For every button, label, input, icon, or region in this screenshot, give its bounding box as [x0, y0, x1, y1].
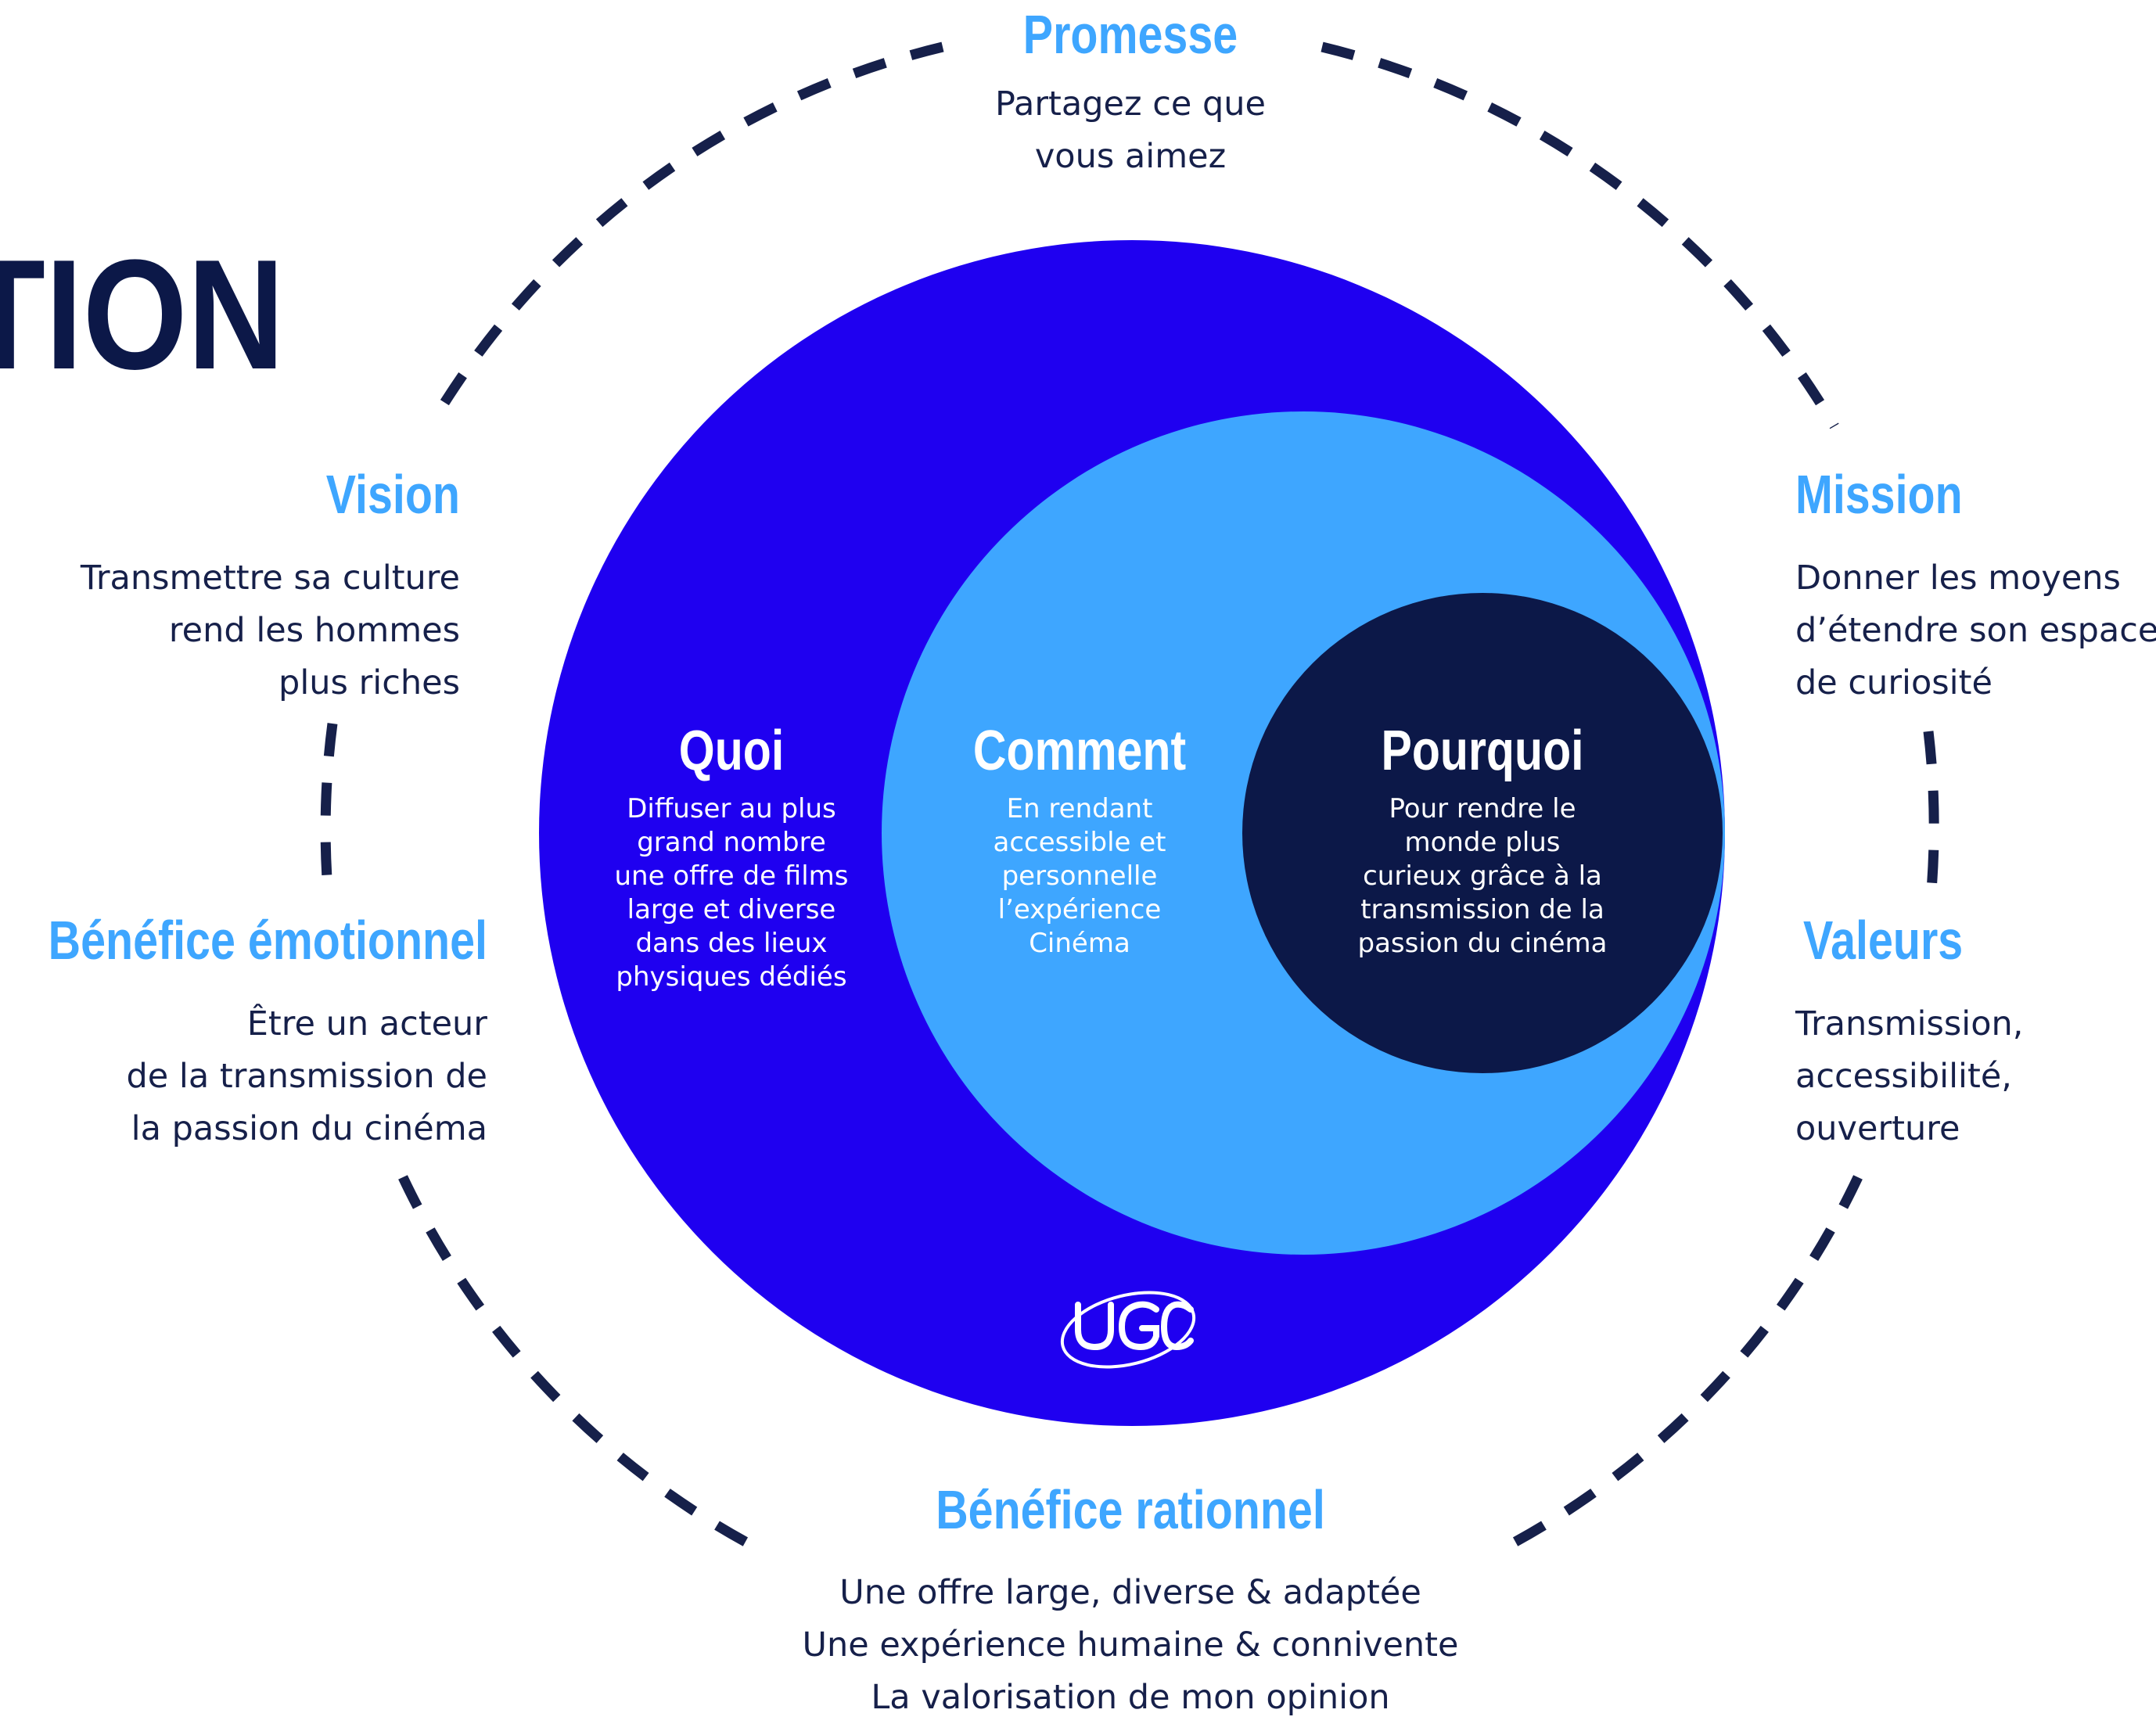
pourquoi-line: monde plus	[1404, 827, 1561, 858]
benefice-rationnel-line: La valorisation de mon opinion	[871, 1678, 1390, 1717]
benefice-emotionnel-line: la passion du cinéma	[131, 1109, 487, 1148]
mission-line: Donner les moyens	[1795, 559, 2121, 598]
mission-line: d’étendre son espace	[1795, 611, 2156, 650]
valeurs-line: Transmission,	[1795, 1004, 2024, 1043]
benefice-rationnel-line: Une offre large, diverse & adaptée	[839, 1573, 1421, 1612]
dashed-arc-top-left	[437, 41, 944, 410]
promesse-line: vous aimez	[1034, 137, 1227, 176]
comment-line: Cinéma	[1029, 928, 1130, 959]
pourquoi-text: Pour rendre le monde plus curieux grâce …	[1326, 792, 1639, 961]
comment-text: En rendant accessible et personnelle l’e…	[923, 792, 1236, 961]
dashed-ring	[320, 41, 1939, 1550]
mission-text: Donner les moyens d’étendre son espace d…	[1795, 552, 2156, 709]
valeurs-line: accessibilité,	[1795, 1057, 2012, 1096]
vision-line: Transmettre sa culture	[80, 559, 460, 598]
pourquoi-line: transmission de la	[1360, 894, 1604, 925]
benefice-emotionnel-text: Être un acteur de la transmission de la …	[0, 998, 488, 1155]
valeurs-text: Transmission, accessibilité, ouverture	[1795, 998, 2140, 1155]
quoi-line: une offre de films	[614, 860, 849, 892]
valeurs-line: ouverture	[1795, 1109, 1960, 1148]
pourquoi-line: Pour rendre le	[1389, 793, 1576, 824]
quoi-line: grand nombre	[637, 827, 826, 858]
promesse-line: Partagez ce que	[995, 84, 1266, 124]
ugc-logo-g	[1118, 1301, 1159, 1351]
quoi-line: large et diverse	[627, 894, 836, 925]
benefice-rationnel-heading: Bénéfice rationnel	[936, 1479, 1325, 1540]
mission-line: de curiosité	[1795, 663, 1993, 702]
promesse-heading: Promesse	[1022, 4, 1238, 65]
dashed-arc-right	[1923, 731, 1939, 900]
ugc-logo	[1060, 1291, 1196, 1369]
promesse-text: Partagez ce que vous aimez	[935, 78, 1326, 183]
dashed-arc-bottom-left	[398, 1175, 754, 1550]
dashed-arc-left	[320, 723, 338, 900]
benefice-emotionnel-heading: Bénéfice émotionnel	[48, 910, 488, 971]
dashed-arc-bottom-right	[1507, 1175, 1863, 1550]
mission-heading: Mission	[1795, 464, 1963, 525]
pourquoi-line: curieux grâce à la	[1363, 860, 1602, 892]
ugc-logo-u	[1075, 1302, 1114, 1351]
vision-text: Transmettre sa culture rend les hommes p…	[0, 552, 460, 709]
comment-line: personnelle	[1001, 860, 1158, 892]
comment-line: En rendant	[1006, 793, 1153, 824]
benefice-rationnel-text: Une offre large, diverse & adaptée Une e…	[739, 1567, 1522, 1724]
quoi-line: Diffuser au plus	[627, 793, 836, 824]
benefice-emotionnel-line: de la transmission de	[126, 1057, 488, 1096]
benefice-rationnel-line: Une expérience humaine & connivente	[802, 1625, 1459, 1665]
quoi-text: Diffuser au plus grand nombre une offre …	[575, 792, 888, 994]
comment-title: Comment	[972, 720, 1187, 782]
page-title: TION	[0, 228, 285, 402]
dashed-arc-top-right	[1321, 41, 1839, 429]
vision-heading: Vision	[325, 464, 460, 525]
benefice-emotionnel-line: Être un acteur	[246, 1004, 487, 1043]
comment-line: accessible et	[993, 827, 1166, 858]
quoi-line: physiques dédiés	[616, 961, 847, 993]
vision-line: plus riches	[278, 663, 460, 702]
pourquoi-line: passion du cinéma	[1357, 928, 1608, 959]
inner-circle-pourquoi	[1242, 593, 1723, 1073]
ugc-logo-c	[1160, 1301, 1194, 1351]
quoi-title: Quoi	[678, 720, 785, 782]
quoi-line: dans des lieux	[635, 928, 828, 959]
ugc-logo-swoosh	[1060, 1291, 1196, 1369]
pourquoi-title: Pourquoi	[1381, 720, 1584, 782]
valeurs-heading: Valeurs	[1803, 910, 1964, 971]
vision-line: rend les hommes	[168, 611, 460, 650]
comment-line: l’expérience	[997, 894, 1162, 925]
